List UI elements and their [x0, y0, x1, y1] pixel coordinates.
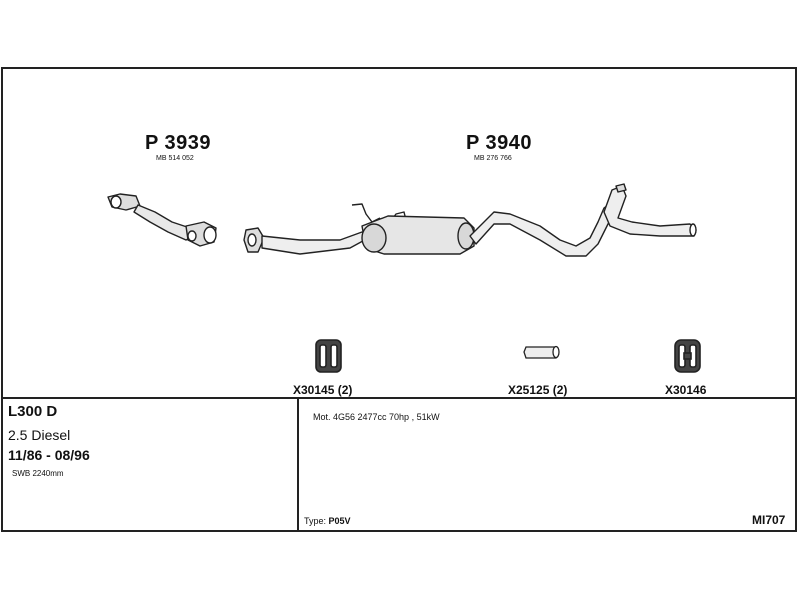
- vehicle-years: 11/86 - 08/96: [8, 447, 90, 463]
- oem-number-rear-silencer: MB 276 766: [474, 155, 512, 162]
- part-number-front-pipe: P 3939: [145, 132, 212, 154]
- clip-label-x25125: X25125 (2): [508, 383, 568, 397]
- oem-number-front-pipe: MB 514 052: [156, 155, 194, 162]
- rubber-mount-x30146-icon: [674, 339, 701, 373]
- clip-label-x30145: X30145 (2): [293, 383, 353, 397]
- type-label: Type:: [304, 516, 327, 526]
- rear-silencer-drawing: [243, 183, 697, 257]
- rubber-mount-x30145-icon: [315, 339, 342, 373]
- part-number-rear-silencer: P 3940: [466, 132, 533, 154]
- divider-vertical: [297, 397, 299, 532]
- clip-label-x30146: X30146: [665, 383, 707, 397]
- vehicle-model: L300 D: [8, 403, 58, 420]
- sleeve-x25125-icon: [523, 345, 560, 359]
- vehicle-wheelbase: SWB 2240mm: [12, 469, 64, 478]
- type-line: Type: P05V: [304, 516, 351, 526]
- engine-spec: Mot. 4G56 2477cc 70hp , 51kW: [313, 412, 440, 422]
- front-pipe-drawing: [107, 193, 217, 247]
- vehicle-engine-type: 2.5 Diesel: [8, 427, 71, 443]
- type-value: P05V: [328, 516, 351, 526]
- catalog-code: MI707: [752, 513, 786, 527]
- divider-horizontal: [1, 397, 797, 399]
- diagram-frame: [1, 67, 797, 532]
